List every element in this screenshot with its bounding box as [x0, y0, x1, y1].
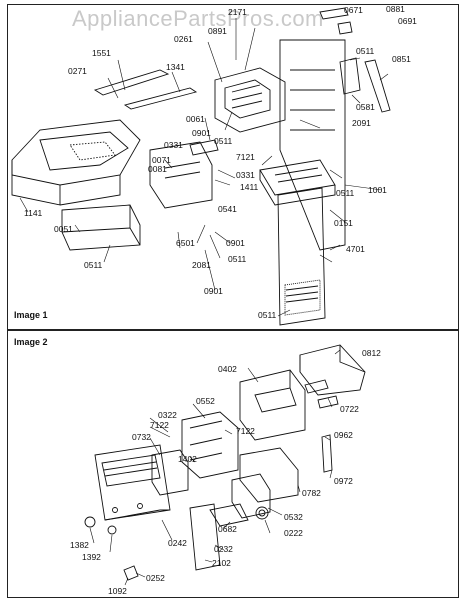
image-1-part-label: 0331: [236, 170, 255, 180]
watermark: AppliancePartsPros.com: [72, 6, 324, 31]
image-1-part-label: 0271: [68, 66, 87, 76]
image-2-part-label: 2102: [212, 558, 231, 568]
image-2-part-label: 1382: [70, 540, 89, 550]
front-cover-box: [61, 204, 141, 251]
image-2-part-label: 1392: [82, 552, 101, 562]
image-2-part-label: 0232: [214, 544, 233, 554]
image-2-part-label: 7122: [150, 420, 169, 430]
motor-bracket-0552: [181, 411, 239, 479]
image-1-part-label: 1141: [24, 208, 43, 218]
image-1-part-label: 0071: [152, 155, 171, 165]
image-1-part-label: 0081: [148, 164, 167, 174]
image-1-part-label: 0901: [204, 286, 223, 296]
image-1-part-label: 0891: [208, 26, 227, 36]
image-2-part-label: 0962: [334, 430, 353, 440]
image-1-part-label: 0061: [186, 114, 205, 124]
image-1-labels: 2171 0671 0881 0261 0891 0691 1551 0271 1341 0511…: [24, 4, 417, 320]
image-2-part-label: 0222: [284, 528, 303, 538]
image-2-panel: Image 2: [7, 330, 459, 598]
image-1-part-label: 0331: [164, 140, 183, 150]
image-1-part-label: 2171: [228, 7, 247, 17]
louver-panel: [259, 159, 336, 206]
image-2-part-label: 0552: [196, 396, 215, 406]
tab-0252: [123, 565, 139, 581]
image-2-part-label: 0242: [168, 538, 187, 548]
image-2-part-label: 0252: [146, 573, 165, 583]
image-1-part-label: 0051: [54, 224, 73, 234]
mounting-bracket-0812: [299, 344, 366, 396]
image-2-title: Image 2: [14, 337, 48, 347]
image-1-title: Image 1: [14, 310, 48, 320]
front-panel-0242: [94, 444, 171, 521]
image-1-part-label: 0511: [356, 46, 375, 56]
image-1-part-label: 2081: [192, 260, 211, 270]
rear-mounting-panel: [279, 39, 346, 251]
image-2-part-label: 0722: [340, 404, 359, 414]
bracket-arm: [319, 7, 391, 113]
image-1-part-label: 0901: [192, 128, 211, 138]
image-1-part-label: 0541: [218, 204, 237, 214]
image-1-part-label: 0901: [226, 238, 245, 248]
image-1-part-label: 0581: [356, 102, 375, 112]
image-1-part-label: 6501: [176, 238, 195, 248]
image-2-part-label: 1402: [178, 454, 197, 464]
ice-bucket-housing: [11, 119, 141, 206]
image-2-part-label: 0972: [334, 476, 353, 486]
image-2-part-label: 1092: [108, 586, 127, 596]
image-2-part-label: 0682: [218, 524, 237, 534]
image-1-part-label: 0511: [258, 310, 277, 320]
image-2-part-label: 0732: [132, 432, 151, 442]
image-2-part-label: 0812: [362, 348, 381, 358]
image-2-part-label: 0782: [302, 488, 321, 498]
image-1-part-label: 1001: [368, 185, 387, 195]
image-1-part-label: 0151: [334, 218, 353, 228]
image-2-part-label: 0402: [218, 364, 237, 374]
image-1-part-label: 1551: [92, 48, 111, 58]
ice-maker-assembly: [214, 67, 286, 133]
image-1-part-label: 7121: [236, 152, 255, 162]
actuator-box-0732: [151, 449, 189, 496]
housing-0402: [239, 369, 306, 441]
image-1-part-label: 0511: [228, 254, 247, 264]
motor-0532: [231, 473, 271, 520]
image-1-part-label: 0851: [392, 54, 411, 64]
plate-0782: [239, 447, 299, 503]
image-1-part-label: 0511: [84, 260, 103, 270]
image-1-part-label: 0671: [344, 5, 363, 15]
image-1-part-label: 1341: [166, 62, 185, 72]
image-1-part-label: 0261: [174, 34, 193, 44]
bracket-0682: [189, 503, 249, 571]
image-1-part-label: 4701: [346, 244, 365, 254]
center-bracket: [149, 139, 219, 209]
image-1-part-label: 0881: [386, 4, 405, 14]
image-1-part-label: 0691: [398, 16, 417, 26]
channel-0962: [321, 434, 333, 473]
dispenser-door-panel: [277, 187, 326, 326]
image-1-part-label: 0511: [214, 136, 233, 146]
image-2-part-label: 0532: [284, 512, 303, 522]
image-1-part-label: 0511: [336, 188, 355, 198]
shelf-bar: [93, 69, 198, 110]
tube-0722: [304, 379, 339, 409]
image-2-part-label: 7122: [236, 426, 255, 436]
image-1-part-label: 2091: [352, 118, 371, 128]
button-knob: [84, 516, 117, 535]
image-2-part-label: 0322: [158, 410, 177, 420]
image-1-part-label: 1411: [240, 182, 259, 192]
